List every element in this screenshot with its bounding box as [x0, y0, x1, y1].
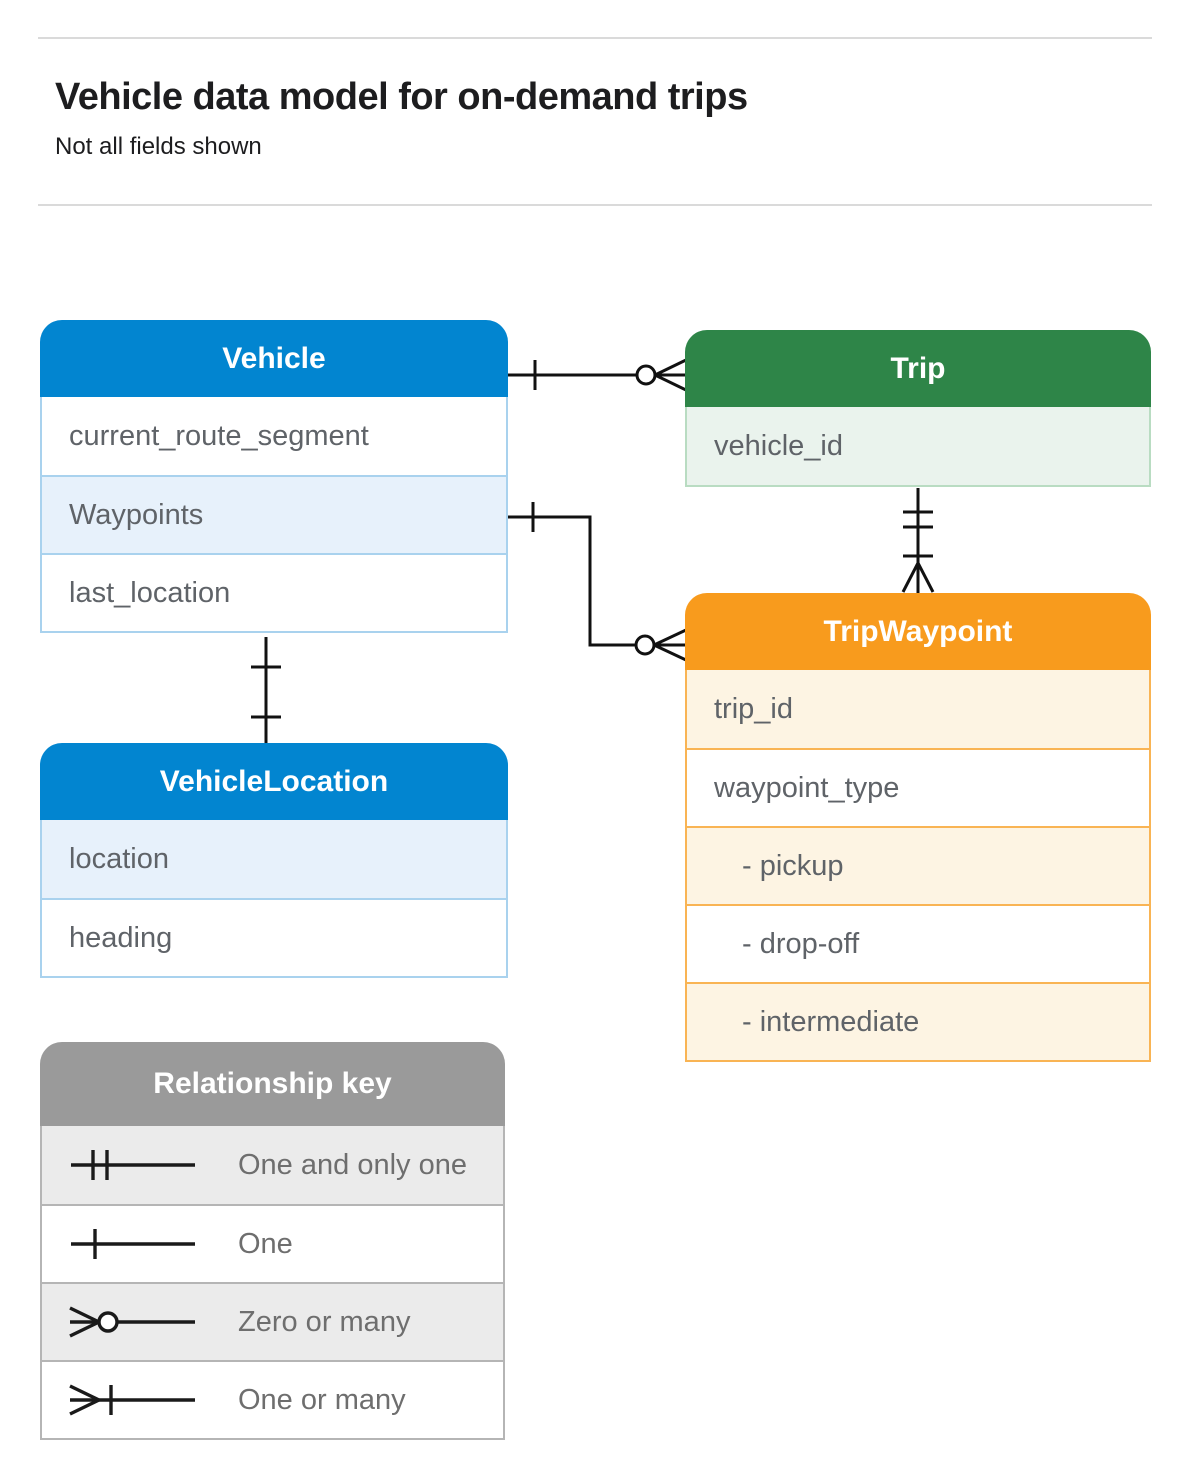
enum-intermediate: - intermediate	[687, 982, 1149, 1060]
field-waypoint-type: waypoint_type	[687, 748, 1149, 826]
one-or-many-icon	[69, 1384, 195, 1416]
connector-vehicle-vehiclelocation	[251, 637, 281, 743]
entity-trip-body: vehicle_id	[685, 407, 1151, 487]
connector-vehicle-waypoints-tripwaypoint	[508, 502, 687, 662]
relationship-key-body: One and only one One Zero or many	[40, 1126, 505, 1440]
top-divider	[38, 37, 1152, 39]
legend-label: One	[238, 1227, 293, 1260]
legend-row-zero-or-many: Zero or many	[42, 1282, 503, 1360]
field-last-location: last_location	[42, 553, 506, 631]
legend-label: Zero or many	[238, 1305, 411, 1338]
field-heading: heading	[42, 898, 506, 976]
relationship-key: Relationship key One and only one One	[40, 1042, 505, 1440]
entity-vehicle-header: Vehicle	[40, 320, 508, 397]
field-trip-id: trip_id	[687, 670, 1149, 748]
connector-vehicle-trip	[508, 358, 687, 392]
field-vehicle-id: vehicle_id	[687, 407, 1149, 485]
relationship-key-header: Relationship key	[40, 1042, 505, 1126]
one-and-only-one-icon	[71, 1150, 195, 1180]
entity-vehicle-location-body: location heading	[40, 820, 508, 978]
entity-trip-waypoint-body: trip_id waypoint_type - pickup - drop-of…	[685, 670, 1151, 1062]
legend-label: One and only one	[238, 1148, 467, 1181]
entity-vehicle-body: current_route_segment Waypoints last_loc…	[40, 397, 508, 633]
legend-label: One or many	[238, 1383, 406, 1416]
entity-trip: Trip vehicle_id	[685, 330, 1151, 487]
enum-drop-off: - drop-off	[687, 904, 1149, 982]
entity-vehicle-location: VehicleLocation location heading	[40, 743, 508, 978]
page-subtitle: Not all fields shown	[55, 133, 262, 160]
zero-or-many-icon	[69, 1306, 195, 1338]
entity-vehicle-location-header: VehicleLocation	[40, 743, 508, 820]
one-icon	[71, 1229, 195, 1259]
subtitle-divider	[38, 204, 1152, 206]
enum-pickup: - pickup	[687, 826, 1149, 904]
legend-row-one-and-only-one: One and only one	[42, 1126, 503, 1204]
legend-row-one-or-many: One or many	[42, 1360, 503, 1438]
entity-trip-waypoint-header: TripWaypoint	[685, 593, 1151, 670]
field-location: location	[42, 820, 506, 898]
field-waypoints: Waypoints	[42, 475, 506, 553]
entity-trip-waypoint: TripWaypoint trip_id waypoint_type - pic…	[685, 593, 1151, 1062]
connector-trip-tripwaypoint	[901, 488, 935, 593]
field-current-route-segment: current_route_segment	[42, 397, 506, 475]
entity-trip-header: Trip	[685, 330, 1151, 407]
page-title: Vehicle data model for on-demand trips	[55, 76, 748, 118]
entity-vehicle: Vehicle current_route_segment Waypoints …	[40, 320, 508, 633]
legend-row-one: One	[42, 1204, 503, 1282]
